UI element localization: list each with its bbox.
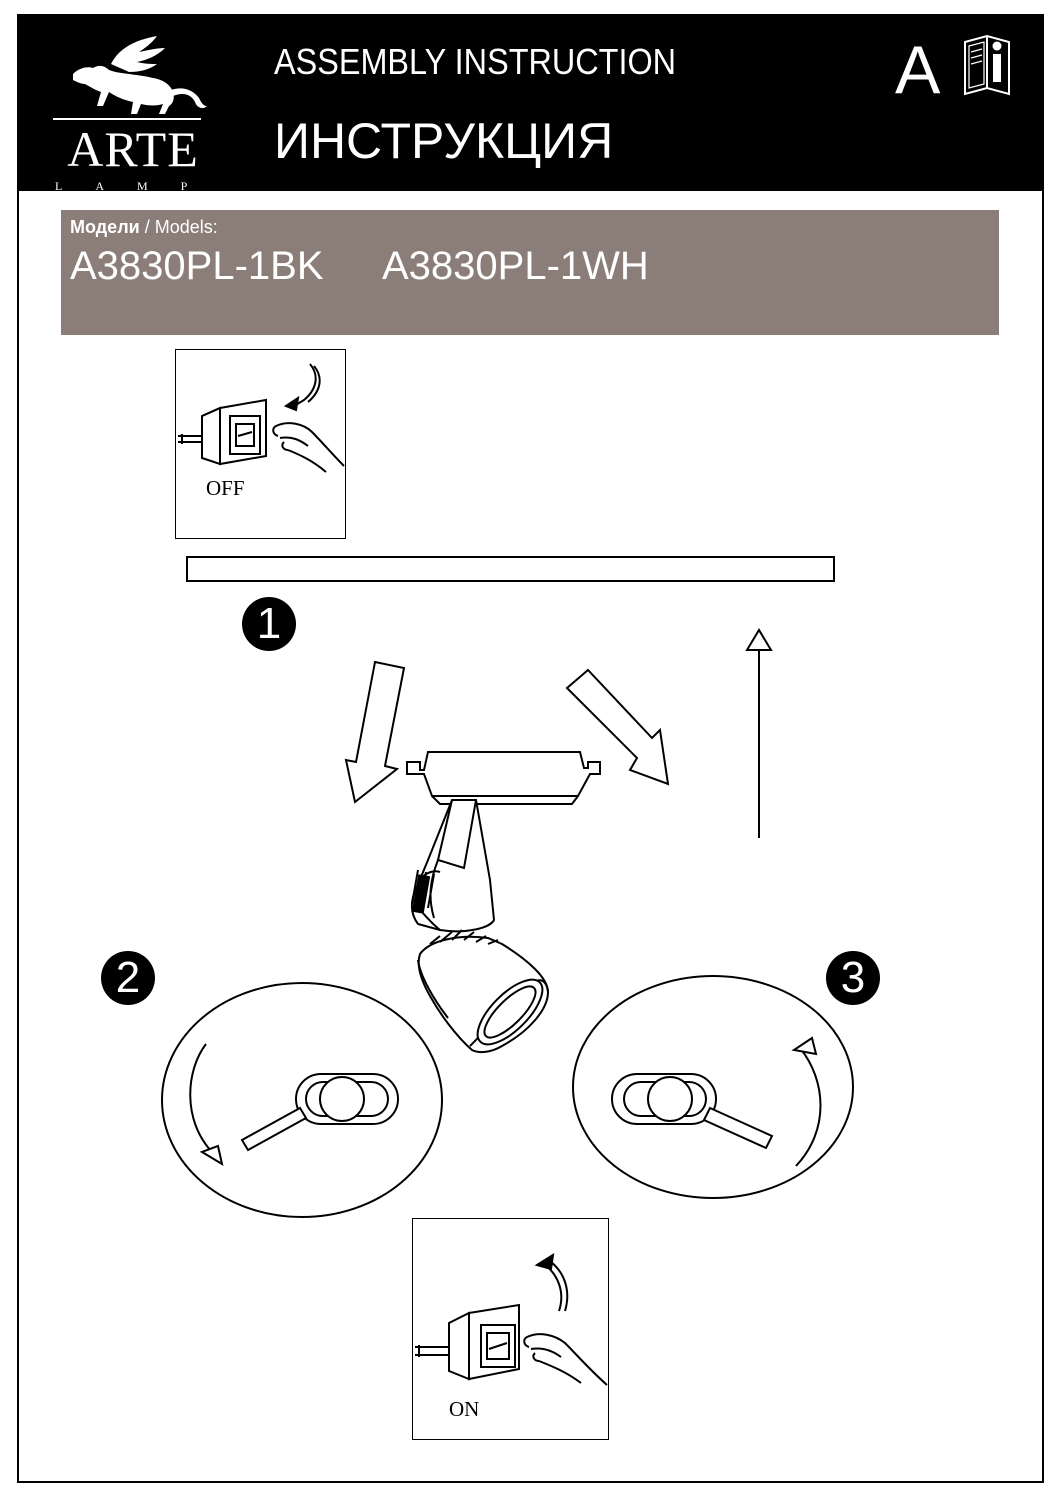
header: ARTE LAMP ASSEMBLY INSTRUCTION ИНСТРУКЦИ… xyxy=(17,14,1044,193)
models-bar: Модели / Models: A3830PL-1BK A3830PL-1WH xyxy=(61,210,999,335)
switch-off-panel: OFF xyxy=(175,349,346,539)
griffin-icon xyxy=(53,36,207,120)
title-russian: ИНСТРУКЦИЯ xyxy=(274,113,614,169)
insert-arrow-right-icon xyxy=(565,668,670,786)
models-label-ru: Модели xyxy=(70,217,140,237)
brand-logo: ARTE LAMP xyxy=(53,34,213,199)
spotlight-head xyxy=(417,929,550,1054)
title-english: ASSEMBLY INSTRUCTION xyxy=(274,41,677,82)
language-letter: A xyxy=(895,32,941,108)
up-arrow-icon xyxy=(745,628,773,838)
track-adapter xyxy=(406,751,601,805)
detail-circle-lock xyxy=(161,982,443,1218)
switch-on-label: ON xyxy=(449,1397,480,1421)
model-item: A3830PL-1BK xyxy=(70,244,324,288)
step-number: 1 xyxy=(242,597,296,651)
logo-wordmark: ARTE xyxy=(67,121,199,177)
wall-switch-icon xyxy=(178,363,345,473)
track-rail xyxy=(186,556,835,582)
switch-on-panel: ON xyxy=(412,1218,609,1440)
detail-circle-unlock xyxy=(572,975,854,1199)
insert-arrow-left-icon xyxy=(344,660,406,804)
models-label-separator: / xyxy=(139,217,155,237)
model-item: A3830PL-1WH xyxy=(382,244,649,288)
step-number: 3 xyxy=(826,951,880,1005)
models-label-en: Models: xyxy=(154,217,218,237)
wall-switch-icon xyxy=(415,1253,608,1386)
switch-off-label: OFF xyxy=(206,476,245,500)
logo-subtitle: LAMP xyxy=(55,179,221,193)
instruction-manual-icon xyxy=(964,34,1010,96)
step-number: 2 xyxy=(101,951,155,1005)
models-label: Модели / Models: xyxy=(70,217,218,237)
spotlight-stem xyxy=(410,799,496,933)
